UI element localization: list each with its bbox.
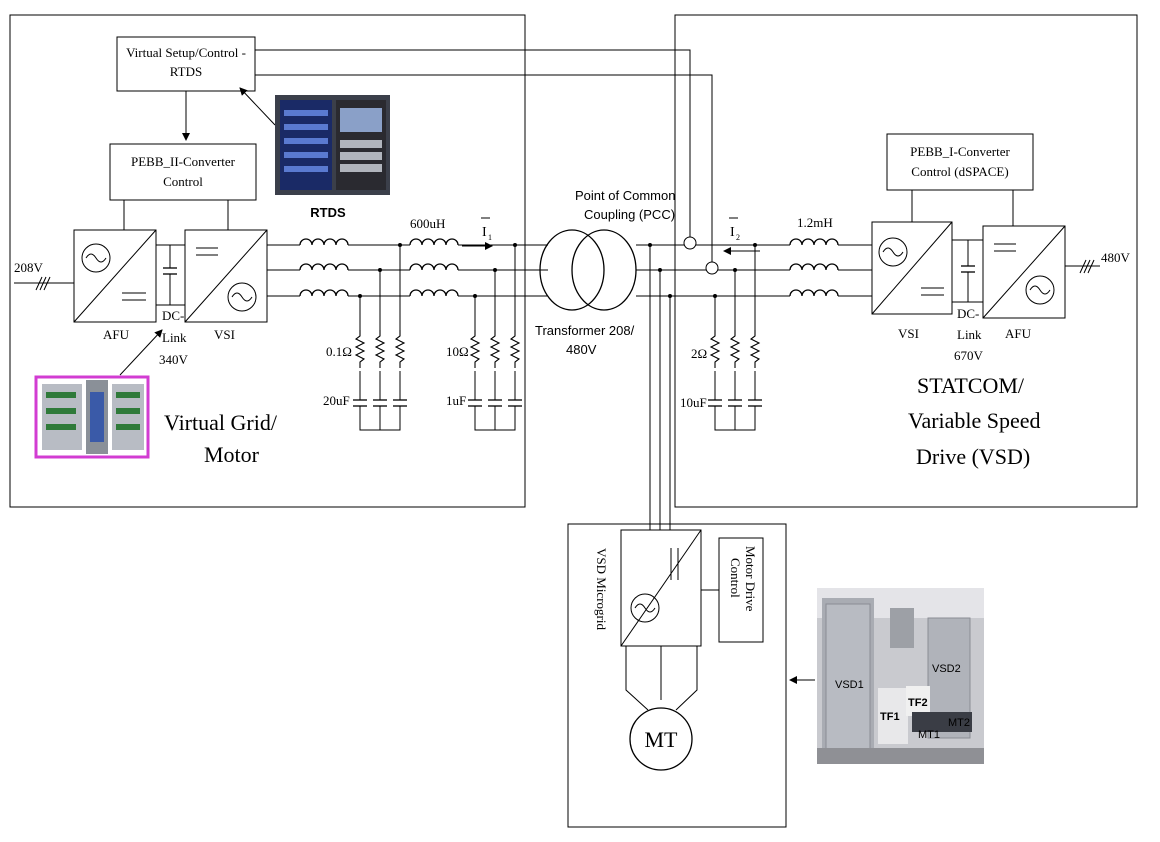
rtds-box-line2: RTDS: [170, 64, 202, 79]
statcom-line2: Variable Speed: [908, 408, 1041, 433]
r3-label: 2Ω: [691, 346, 707, 361]
dclink-left-3: 340V: [159, 352, 189, 367]
motor-drive-line1: Motor Drive: [743, 546, 758, 612]
inductor-left-label: 600uH: [410, 216, 445, 231]
photo-vsd2: VSD2: [932, 663, 961, 675]
afu-left-label: AFU: [103, 327, 130, 342]
pebb2-control-box: [109, 143, 257, 201]
dclink-left-1: DC-: [162, 308, 184, 323]
vsi-right: [871, 221, 953, 315]
rtds-photo-caption: RTDS: [310, 205, 346, 220]
statcom-line1: STATCOM/: [917, 373, 1025, 398]
dclink-right-2: Link: [957, 327, 982, 342]
motor-symbol: [629, 707, 693, 771]
current-i1: I: [482, 225, 487, 240]
statcom-line3: Drive (VSD): [916, 444, 1030, 469]
motor-drive-control-box: [718, 537, 764, 643]
vsd-microgrid-converter: [620, 529, 702, 647]
current-i2-sub: 2: [736, 233, 740, 242]
virtual-grid-line1: Virtual Grid/: [164, 410, 278, 435]
transformer-line1: Transformer 208/: [535, 323, 635, 338]
left-three-phase-lines: [267, 238, 548, 297]
vsd-microgrid-label: VSD Microgrid: [594, 548, 609, 630]
afu-left: [73, 229, 157, 323]
inductor-right-label: 1.2mH: [797, 215, 833, 230]
virtual-grid-line2: Motor: [204, 442, 260, 467]
rtds-box-line1: Virtual Setup/Control -: [126, 45, 246, 60]
transformer: [539, 229, 637, 311]
rtds-photo: [275, 95, 390, 195]
v480-label: 480V: [1101, 250, 1131, 265]
motor-drive-line2: Control: [728, 558, 743, 598]
current-i2: I: [730, 225, 735, 240]
pcc-line2: Coupling (PCC): [584, 207, 675, 222]
vsd-microgrid-region: [567, 523, 787, 828]
vsi-left: [184, 229, 268, 323]
dclink-right-1: DC-: [957, 306, 979, 321]
rtds-control-box: [116, 36, 256, 92]
vsi-right-label: VSI: [898, 326, 919, 341]
c1-label: 20uF: [323, 393, 350, 408]
pebb1-line1: PEBB_I-Converter: [910, 144, 1010, 159]
r2-label: 10Ω: [446, 344, 469, 359]
v208-label: 208V: [14, 260, 44, 275]
photo-mt1: MT1: [918, 729, 940, 741]
filter-rc-2: [467, 243, 523, 431]
c3-label: 10uF: [680, 395, 707, 410]
photo-tf1: TF1: [880, 711, 900, 723]
pebb1-control-box: [886, 133, 1034, 191]
c2-label: 1uF: [446, 393, 466, 408]
dclink-left-2: Link: [162, 330, 187, 345]
vsi-left-label: VSI: [214, 327, 235, 342]
pebb1-line2: Control (dSPACE): [911, 164, 1008, 179]
photo-tf2: TF2: [908, 697, 928, 709]
motor-label: MT: [645, 727, 679, 752]
photo-mt2: MT2: [948, 717, 970, 729]
right-three-phase-lines: [636, 236, 872, 530]
statcom-region: [674, 14, 1138, 508]
pebb2-line1: PEBB_II-Converter: [131, 154, 236, 169]
r1-label: 0.1Ω: [326, 344, 352, 359]
pebb2-line2: Control: [163, 174, 203, 189]
pcc-line1: Point of Common: [575, 188, 675, 203]
converter-photo: [34, 375, 150, 459]
signal-line-2: [255, 74, 713, 262]
transformer-line2: 480V: [566, 342, 597, 357]
filter-rc-1: [352, 243, 408, 431]
current-i1-sub: 1: [488, 233, 492, 242]
pcb-photo-arrow: [119, 329, 163, 376]
photo-vsd1: VSD1: [835, 679, 864, 691]
dclink-right-3: 670V: [954, 348, 984, 363]
afu-right-label: AFU: [1005, 326, 1032, 341]
virtual-grid-region: [9, 14, 526, 508]
rtds-photo-arrow: [239, 87, 276, 126]
filter-rc-3: [707, 243, 763, 431]
lab-photo: [817, 588, 984, 764]
afu-right: [982, 225, 1066, 319]
signal-line-1: [255, 49, 691, 238]
